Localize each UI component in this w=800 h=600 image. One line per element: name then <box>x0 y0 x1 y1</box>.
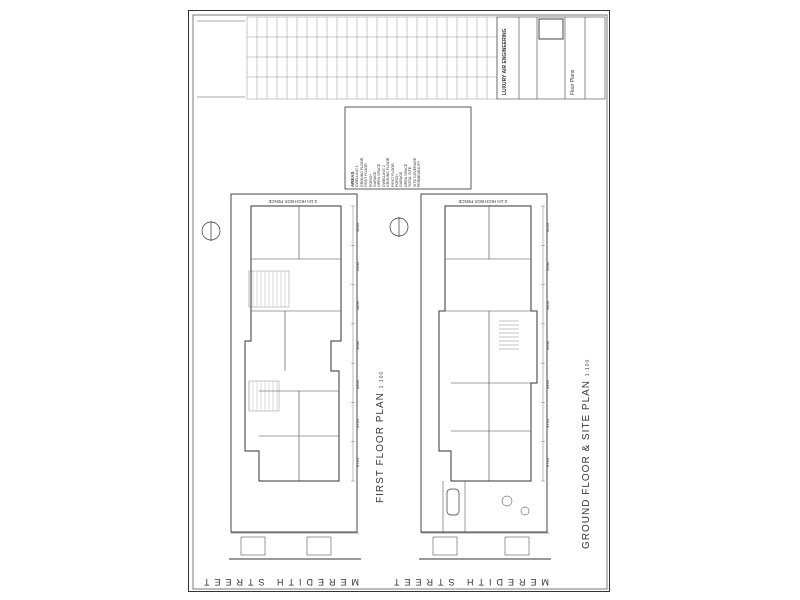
first-floor-plan <box>201 193 361 560</box>
dimension-label: 4460 <box>355 301 360 311</box>
areas-row: GROUND FLOOR <box>386 157 391 187</box>
dimension-label: 3640 <box>545 340 550 350</box>
street-label-left: MEREDITH STREET <box>198 577 359 587</box>
ground-floor-title: GROUND FLOOR & SITE PLAN <box>581 379 592 549</box>
dimension-label: 3650 <box>355 222 360 232</box>
dimension-label: 5600 <box>545 262 550 271</box>
dimension-label: 3720 <box>545 419 550 429</box>
dimension-label: 3640 <box>355 340 360 350</box>
dimension-label: 9720 <box>545 458 550 468</box>
company-name: LUXURY AIR ENGINEERING <box>502 28 508 96</box>
areas-row: FIRST FLOOR <box>364 163 369 187</box>
title-block-frame <box>496 16 606 100</box>
dimension-label: 3720 <box>355 419 360 429</box>
fence-label-first: 2.1m HIGH BOX FENCE <box>268 199 317 204</box>
dimension-label: 3650 <box>545 222 550 232</box>
revision-grid <box>246 16 498 100</box>
ground-floor-label: GROUND FLOOR & SITE PLAN 1:100 <box>581 359 592 549</box>
fence-label-ground: 2.1m HIGH BOX FENCE <box>458 199 507 204</box>
dimension-label: 4350 <box>545 379 550 389</box>
dimension-label: 4460 <box>545 301 550 311</box>
first-floor-scale: 1:100 <box>379 370 385 389</box>
sheet-title: Floor Plans <box>570 69 576 95</box>
drawing-canvas <box>192 14 608 590</box>
ground-floor-scale: 1:100 <box>585 358 591 377</box>
areas-table-box <box>344 106 472 190</box>
general-notes <box>197 20 245 98</box>
areas-row: PERMEABILITY <box>417 160 422 187</box>
first-floor-title: FIRST FLOOR PLAN <box>375 392 386 503</box>
title-block: LUXURY AIR ENGINEERING <box>502 28 508 96</box>
street-label-right: MEREDITH STREET <box>388 577 549 587</box>
dimension-label: 4350 <box>355 379 360 389</box>
car-symbol <box>446 488 460 516</box>
sheet-title-block: Floor Plans <box>570 69 576 95</box>
dimension-label: 5600 <box>355 262 360 271</box>
first-floor-label: FIRST FLOOR PLAN 1:100 <box>375 371 386 503</box>
ground-floor-plan <box>389 193 551 560</box>
dimension-label: 9720 <box>355 458 360 468</box>
